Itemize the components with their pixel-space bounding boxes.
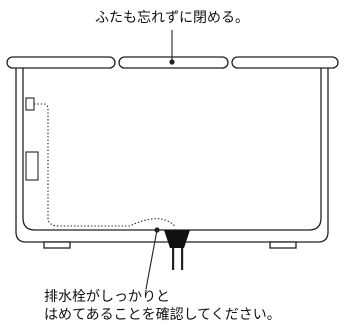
leader-dots xyxy=(154,59,175,233)
drain-plug-instruction-line-2: はめてあることを確認してください。 xyxy=(44,307,281,323)
drain-plug xyxy=(164,230,190,248)
overflow-outlet xyxy=(25,97,35,111)
tub-foot-left xyxy=(43,241,71,249)
drain-plug-chain xyxy=(34,103,177,228)
lid-close-instruction: ふたも忘れずに閉める。 xyxy=(95,10,249,26)
drain-pipe-left xyxy=(172,240,175,270)
leader-dot-drain xyxy=(154,227,160,233)
side-panel xyxy=(25,151,39,181)
drain-assembly xyxy=(164,230,190,270)
leader-lines xyxy=(145,30,173,290)
leader-dot-lid xyxy=(169,59,175,65)
drain-pipe-right xyxy=(181,240,184,270)
drain-plug-instruction: 排水栓がしっかりと はめてあることを確認してください。 xyxy=(44,288,281,324)
tub-inner-wall xyxy=(22,68,322,231)
tub-body xyxy=(15,68,329,249)
tub-foot-right xyxy=(269,241,297,249)
lid-panel-left xyxy=(6,56,116,69)
lid-panel-right xyxy=(231,56,339,69)
tub-outer-wall xyxy=(15,68,329,243)
drain-plug-instruction-line-1: 排水栓がしっかりと xyxy=(44,289,170,305)
tub-fixtures xyxy=(25,97,39,181)
leader-line-drain xyxy=(145,229,158,290)
